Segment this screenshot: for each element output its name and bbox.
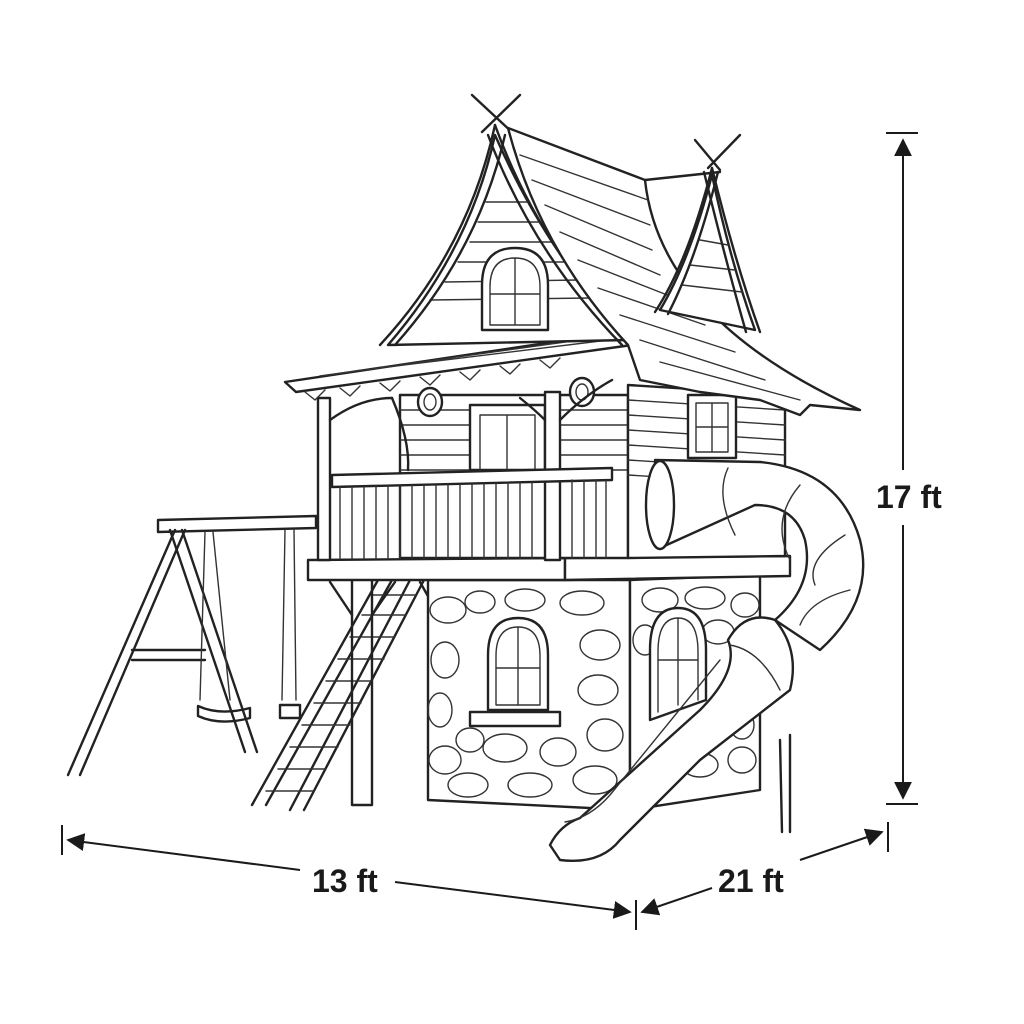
depth-label: 21 ft: [718, 863, 784, 899]
railing: [330, 466, 614, 559]
width-label: 13 ft: [312, 863, 378, 899]
dormer: [653, 133, 762, 334]
tube-slide: [548, 458, 865, 862]
main-gable: [378, 93, 638, 347]
depth-dimension-line-right: [799, 828, 884, 861]
depth-dimension-line-left: [640, 887, 713, 916]
deck: [306, 554, 792, 582]
height-label: 17 ft: [876, 479, 942, 515]
stone-base: [426, 573, 762, 812]
width-dimension-line-left: [66, 833, 301, 871]
width-dimension-line-right: [394, 881, 632, 919]
main-roof: [506, 126, 862, 417]
dimension-lines: 13 ft 21 ft 17 ft: [61, 132, 942, 930]
ladder: [250, 578, 426, 812]
swing-set: [66, 514, 318, 777]
